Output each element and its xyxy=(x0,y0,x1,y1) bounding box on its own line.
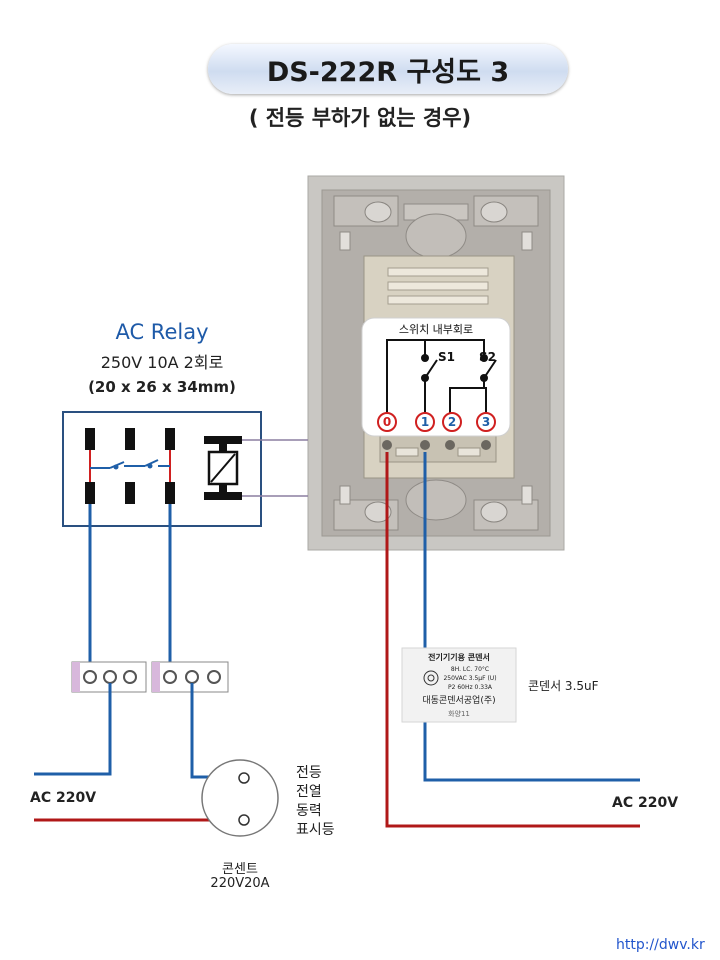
load-label-indicator: 표시등 xyxy=(296,822,335,838)
s2-label: S2 xyxy=(479,350,496,364)
relay-size: (20 x 26 x 34mm) xyxy=(88,378,236,396)
title-text: DS-222R 구성도 3 xyxy=(266,56,510,88)
capacitor-line3: 250VAC 3.5μF (U) xyxy=(443,675,496,682)
relay-spec: 250V 10A 2회로 xyxy=(100,353,224,372)
outlet-symbol xyxy=(201,759,279,837)
load-label-power: 동력 xyxy=(296,803,322,819)
outlet-label-name: 콘센트 xyxy=(222,862,258,877)
circuit-title: 스위치 내부회로 xyxy=(398,323,474,336)
s1-label: S1 xyxy=(438,350,455,364)
switch-internal-circuit: S1 S2 0 1 2 3 xyxy=(361,317,511,437)
capacitor-line1: 전기기기용 콘덴서 xyxy=(428,652,490,662)
relay-block xyxy=(62,411,262,527)
terminal-0-label: 0 xyxy=(383,415,391,429)
terminal-3-label: 3 xyxy=(482,415,490,429)
capacitor-line5: 대동콘덴서공업(주) xyxy=(422,695,495,706)
ac-label-right: AC 220V xyxy=(612,795,679,811)
diagram-subtitle: ( 전등 부하가 없는 경우) xyxy=(248,106,472,130)
outlet-label-rating: 220V20A xyxy=(210,876,270,891)
capacitor-line6: 화양11 xyxy=(448,710,470,718)
load-label-heat: 전열 xyxy=(296,784,322,800)
site-url[interactable]: http://dwv.kr xyxy=(616,937,705,953)
load-label-light: 전등 xyxy=(296,765,322,781)
capacitor-line4: P2 60Hz 0.33A xyxy=(448,684,493,691)
relay-title: AC Relay xyxy=(115,320,209,344)
terminal-block-left xyxy=(71,661,147,693)
terminal-2-label: 2 xyxy=(448,415,456,429)
capacitor-line2: 8H. LC. 70°C xyxy=(451,666,489,673)
capacitor-label: 콘덴서 3.5uF xyxy=(528,679,599,693)
terminal-1-label: 1 xyxy=(421,415,429,429)
ac-label-left: AC 220V xyxy=(30,790,97,806)
capacitor: 전기기기용 콘덴서 8H. LC. 70°C 250VAC 3.5μF (U) … xyxy=(401,647,517,723)
diagram-title: DS-222R 구성도 3 xyxy=(208,44,568,94)
terminal-block-right xyxy=(151,661,229,693)
